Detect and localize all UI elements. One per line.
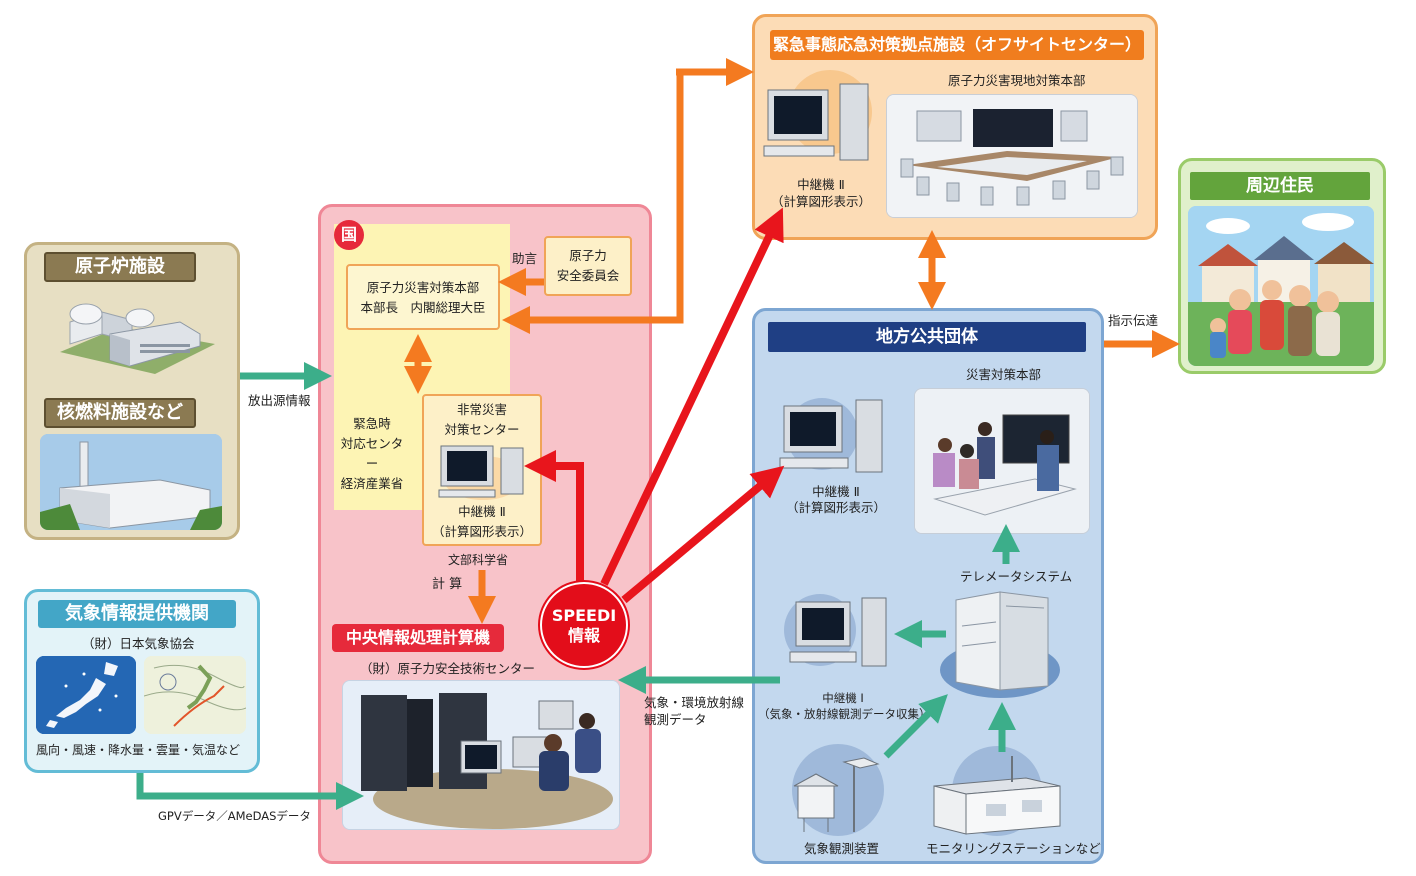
- residents-image: [1188, 206, 1374, 366]
- weather-provider-title: 気象情報提供機関: [38, 600, 236, 628]
- instruction-label: 指示伝達: [1108, 313, 1159, 328]
- meti-line2: 対応センター: [340, 436, 404, 471]
- hq-name: 原子力災害対策本部: [366, 280, 480, 295]
- offsite-relay-label: 中継機 Ⅱ （計算図形表示）: [766, 176, 876, 210]
- monitoring-station-label: モニタリングステーションなど: [926, 841, 1101, 856]
- offsite-relay-line1: 中継機 Ⅱ: [797, 177, 845, 192]
- emc-relay-line1: 中継機 Ⅱ: [458, 504, 506, 519]
- japan-map-image: [36, 656, 136, 734]
- local-relay1-label: 中継機 Ⅰ （気象・放射線観測データ収集）: [758, 690, 931, 722]
- advice-label: 助言: [512, 251, 538, 266]
- emergency-center-box: 非常災害 対策センター 中継機 Ⅱ （計算図形表示）: [422, 394, 542, 546]
- local-relay2-line1: 中継機 Ⅱ: [812, 484, 860, 499]
- local-relay2-computer-icon: [776, 396, 894, 482]
- nation-badge: 国: [334, 220, 364, 250]
- local-relay2-label: 中継機 Ⅱ （計算図形表示）: [780, 484, 892, 516]
- offsite-relay-line2: （計算図形表示）: [770, 194, 871, 209]
- meti-emergency-center-label: 緊急時 対応センター 経済産業省: [336, 414, 408, 494]
- reactor-facility-title: 原子炉施設: [44, 252, 196, 282]
- disaster-hq-label: 災害対策本部: [966, 367, 1042, 382]
- nuclear-fuel-facility-title: 核燃料施設など: [44, 398, 196, 428]
- weather-station-icon: [790, 748, 890, 836]
- weather-chart-image: [144, 656, 246, 734]
- observation-data-label: 気象・環境放射線 観測データ: [644, 694, 744, 728]
- meti-line3: 経済産業省: [340, 476, 404, 491]
- calculation-label: 計 算: [432, 577, 463, 592]
- emc-line2: 対策センター: [444, 422, 520, 437]
- observation-line2: 観測データ: [644, 712, 707, 727]
- hq-head: 本部長 内閣総理大臣: [360, 300, 486, 315]
- local-hq-label: 原子力災害現地対策本部: [948, 73, 1086, 88]
- fuel-facility-image: [40, 434, 222, 530]
- offsite-computer-icon: [762, 80, 878, 170]
- nuclear-safety-commission-box: 原子力 安全委員会: [544, 236, 632, 296]
- weather-association-label: （財）日本気象協会: [82, 636, 195, 651]
- meti-line1: 緊急時: [353, 416, 391, 431]
- telemeter-server-icon: [950, 586, 1054, 694]
- local-relay1-computer-icon: [782, 594, 900, 680]
- local-relay1-line1: 中継機 Ⅰ: [822, 691, 864, 705]
- nsc-line1: 原子力: [569, 248, 607, 263]
- central-computer-title: 中央情報処理計算機: [332, 624, 504, 652]
- conference-room-image: [886, 94, 1138, 218]
- mext-label: 文部科学省: [448, 553, 509, 567]
- weather-station-label: 気象観測装置: [804, 841, 880, 856]
- local-relay2-line2: （計算図形表示）: [785, 500, 886, 515]
- nsc-line2: 安全委員会: [556, 268, 620, 283]
- reactor-building-image: [40, 282, 222, 384]
- emc-relay-line2: （計算図形表示）: [431, 524, 532, 539]
- offsite-center-title: 緊急事態応急対策拠点施設（オフサイトセンター）: [770, 30, 1144, 60]
- speedi-line1: SPEEDI: [551, 606, 617, 625]
- observation-line1: 気象・環境放射線: [644, 695, 745, 710]
- residents-title: 周辺住民: [1190, 172, 1370, 200]
- telemeter-label: テレメータシステム: [960, 569, 1073, 584]
- local-government-title: 地方公共団体: [768, 322, 1086, 352]
- gpv-data-label: GPVデータ／AMeDASデータ: [158, 809, 311, 823]
- weather-elements-caption: 風向・風速・降水量・雲量・気温など: [36, 743, 241, 757]
- disaster-hq-meeting-image: [914, 388, 1090, 534]
- speedi-info-badge: SPEEDI 情報: [540, 582, 628, 668]
- monitoring-station-icon: [926, 756, 1066, 836]
- nuclear-safety-center-label: （財）原子力安全技術センター: [360, 661, 536, 676]
- nuclear-disaster-hq-box: 原子力災害対策本部 本部長 内閣総理大臣: [346, 264, 500, 330]
- speedi-line2: 情報: [567, 626, 600, 645]
- local-relay1-line2: （気象・放射線観測データ収集）: [758, 707, 931, 721]
- emc-computer-icon: [424, 440, 540, 502]
- emc-line1: 非常災害: [456, 402, 507, 417]
- emission-info-label: 放出源情報: [248, 393, 311, 408]
- computer-room-image: [342, 680, 620, 830]
